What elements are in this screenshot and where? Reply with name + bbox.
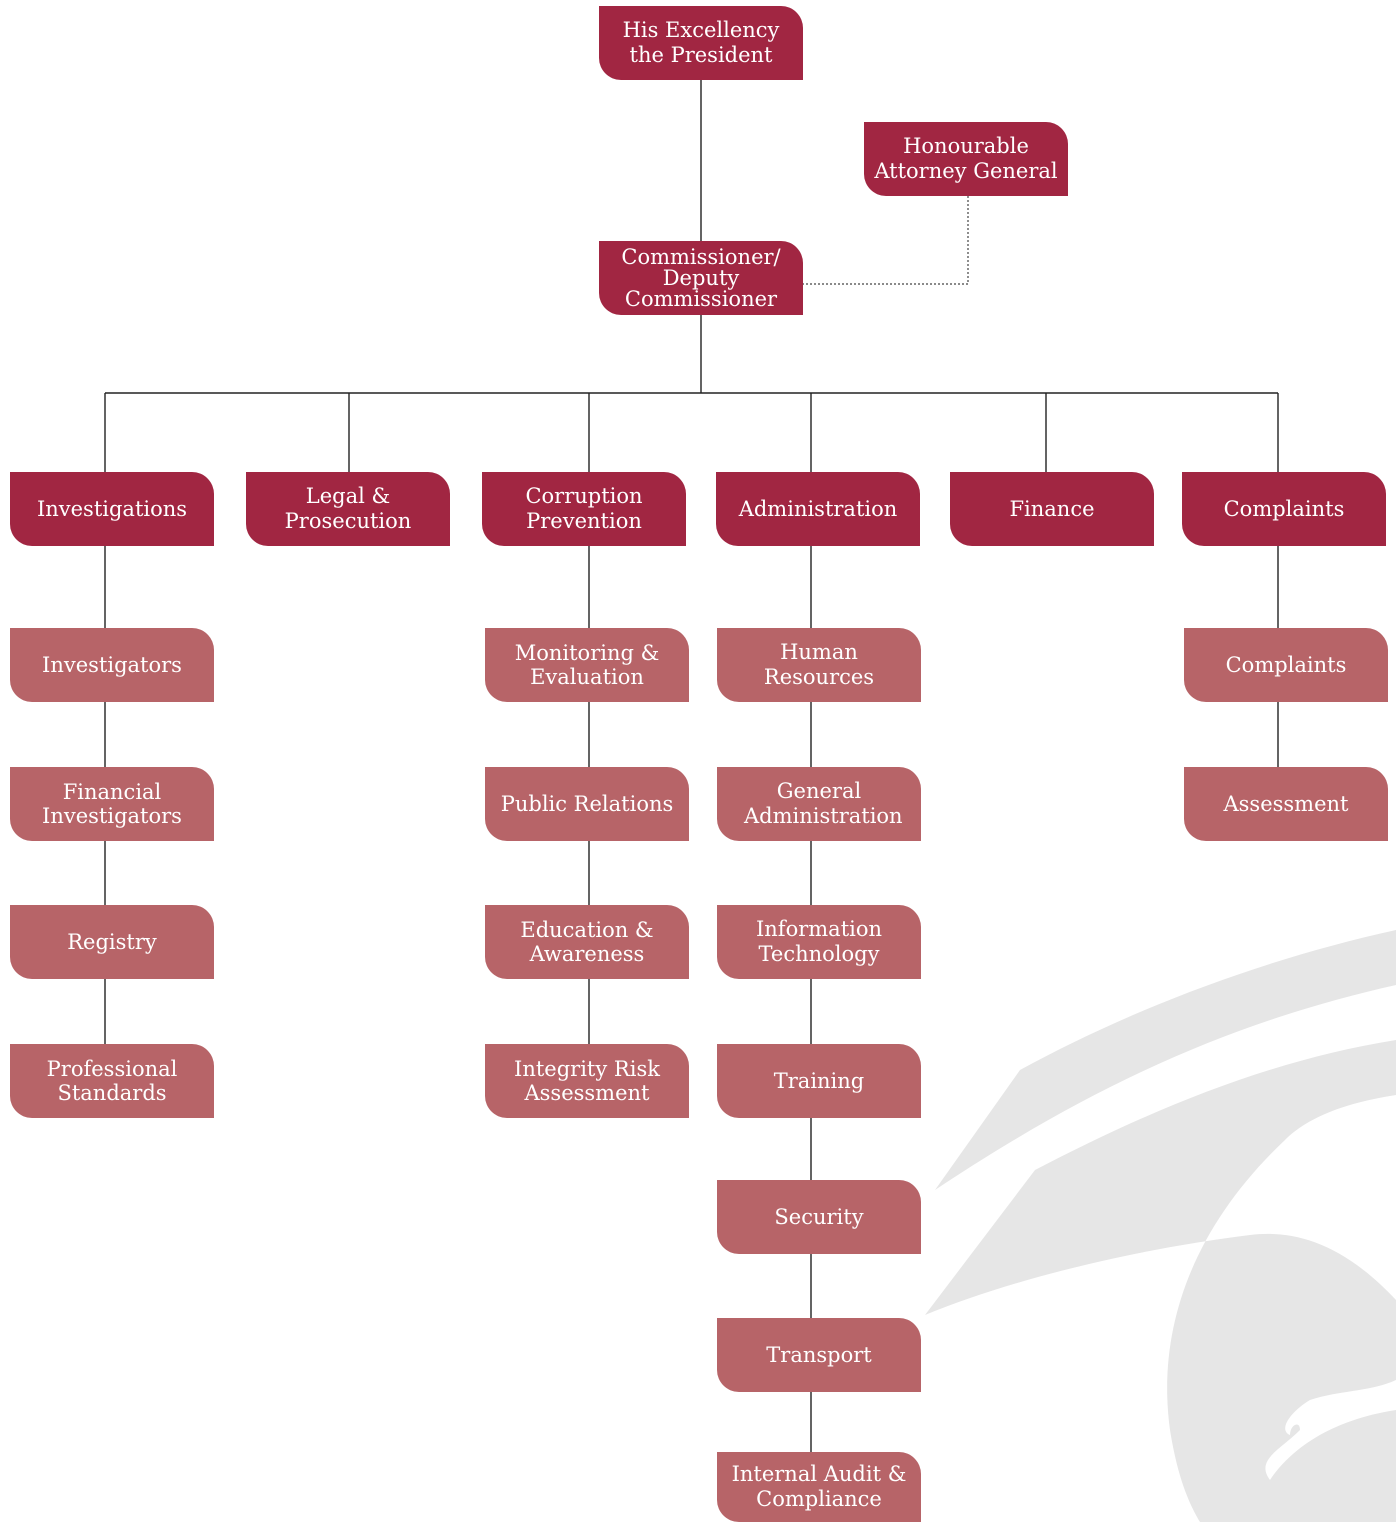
node-unit-complaints[interactable]: Complaints [1184, 628, 1388, 702]
node-unit-education-awareness[interactable]: Education & Awareness [485, 905, 689, 979]
node-dept-label: Corruption Prevention [525, 484, 643, 533]
node-unit-internal-audit-compliance[interactable]: Internal Audit & Compliance [717, 1452, 921, 1522]
node-unit-label: General Administration [744, 779, 903, 828]
node-unit-assessment[interactable]: Assessment [1184, 767, 1388, 841]
node-unit-professional-standards[interactable]: Professional Standards [10, 1044, 214, 1118]
node-unit-transport[interactable]: Transport [717, 1318, 921, 1392]
node-unit-public-relations[interactable]: Public Relations [485, 767, 689, 841]
node-unit-investigators[interactable]: Investigators [10, 628, 214, 702]
node-unit-information-technology[interactable]: Information Technology [717, 905, 921, 979]
node-commissioner[interactable]: Commissioner/ Deputy Commissioner [599, 241, 803, 315]
node-unit-label: Integrity Risk Assessment [514, 1057, 660, 1105]
node-unit-label: Assessment [1223, 791, 1349, 816]
node-unit-label: Education & Awareness [520, 918, 654, 966]
node-dept-investigations[interactable]: Investigations [10, 472, 214, 546]
node-dept-legal-prosecution[interactable]: Legal & Prosecution [246, 472, 450, 546]
node-attorney-general[interactable]: Honourable Attorney General [864, 122, 1068, 196]
node-unit-label: Information Technology [755, 917, 883, 966]
node-unit-label: Security [774, 1204, 864, 1229]
node-unit-integrity-risk-assessment[interactable]: Integrity Risk Assessment [485, 1044, 689, 1118]
node-unit-monitoring-evaluation[interactable]: Monitoring & Evaluation [485, 628, 689, 702]
node-dept-label: Administration [738, 496, 898, 521]
node-unit-label: Financial Investigators [42, 780, 182, 828]
node-unit-financial-investigators[interactable]: Financial Investigators [10, 767, 214, 841]
node-dept-label: Legal & Prosecution [284, 484, 412, 533]
node-unit-human-resources[interactable]: Human Resources [717, 628, 921, 702]
node-dept-corruption-prevention[interactable]: Corruption Prevention [482, 472, 686, 546]
node-dept-label: Finance [1009, 496, 1095, 521]
node-unit-label: Monitoring & Evaluation [514, 641, 660, 689]
node-commissioner-label: Commissioner/ Deputy Commissioner [621, 244, 781, 311]
node-unit-general-administration[interactable]: General Administration [717, 767, 921, 841]
node-president[interactable]: His Excellency the President [599, 6, 803, 80]
node-unit-label: Professional Standards [46, 1057, 178, 1105]
node-unit-label: Human Resources [763, 640, 875, 689]
node-dept-label: Investigations [36, 496, 188, 521]
node-attorney-general-label: Honourable Attorney General [874, 134, 1058, 183]
node-unit-label: Registry [67, 929, 157, 954]
node-unit-label: Complaints [1225, 652, 1347, 677]
node-unit-label: Internal Audit & Compliance [731, 1462, 907, 1511]
node-president-label: His Excellency the President [622, 18, 780, 67]
node-dept-label: Complaints [1223, 496, 1345, 521]
node-dept-administration[interactable]: Administration [716, 472, 920, 546]
node-unit-registry[interactable]: Registry [10, 905, 214, 979]
node-dept-complaints[interactable]: Complaints [1182, 472, 1386, 546]
node-unit-label: Investigators [42, 652, 182, 677]
node-unit-label: Training [773, 1068, 865, 1093]
node-unit-label: Transport [766, 1342, 872, 1367]
node-unit-training[interactable]: Training [717, 1044, 921, 1118]
node-unit-security[interactable]: Security [717, 1180, 921, 1254]
node-unit-label: Public Relations [500, 791, 674, 816]
node-dept-finance[interactable]: Finance [950, 472, 1154, 546]
